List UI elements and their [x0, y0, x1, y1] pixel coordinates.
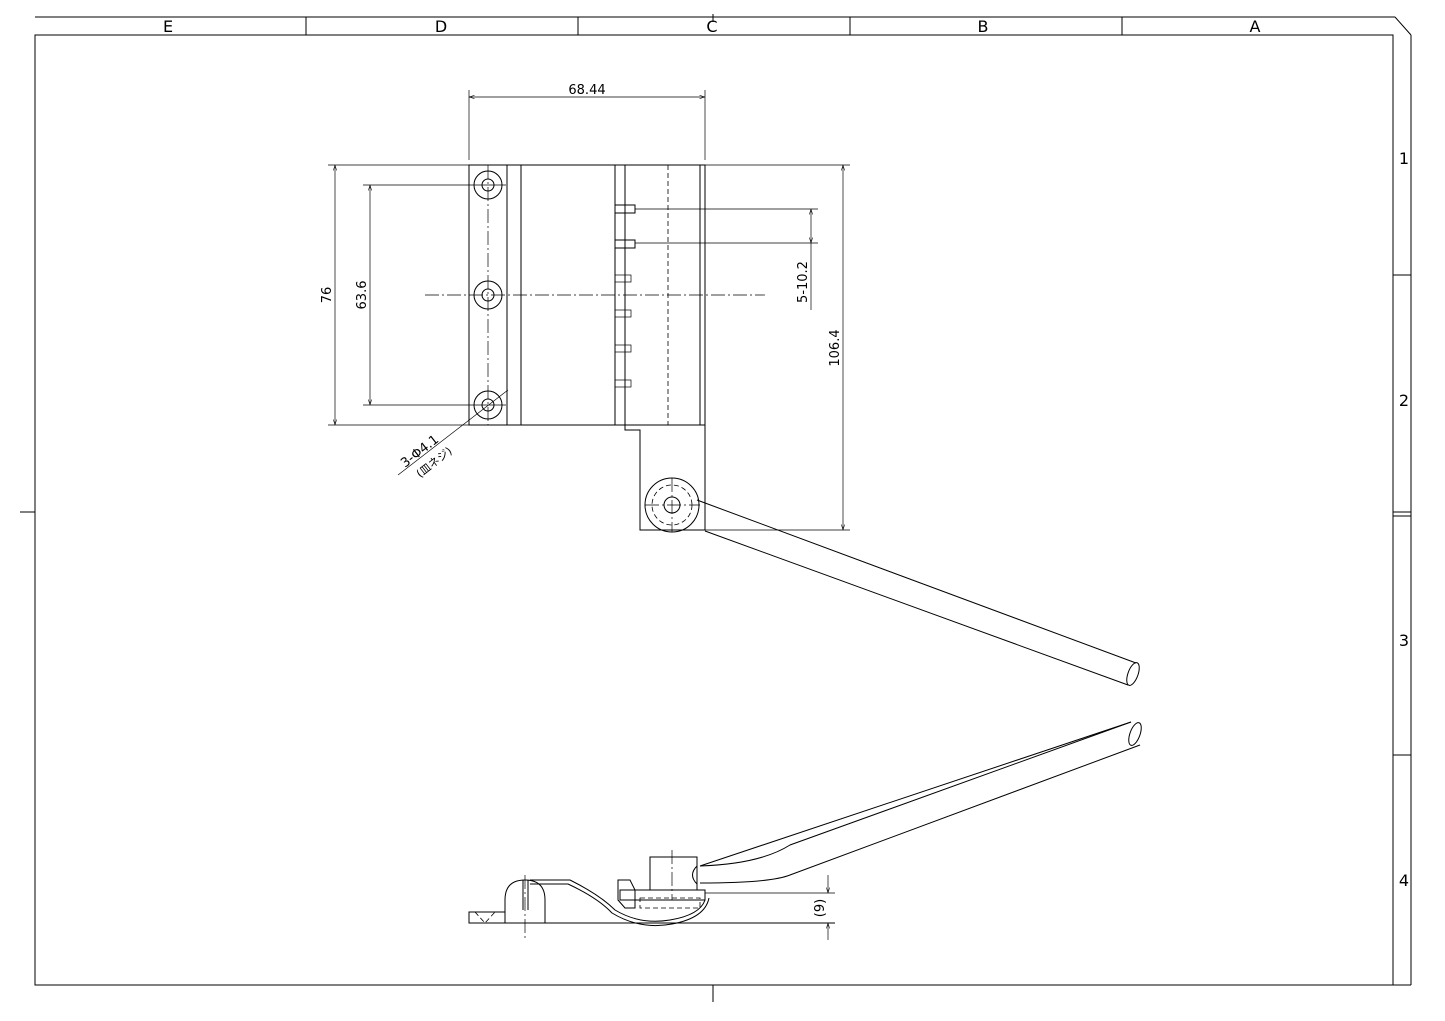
- dim-68-44: 68.44: [568, 83, 605, 98]
- dim-63-6: 63.6: [355, 281, 370, 310]
- row-label-4: 4: [1399, 871, 1409, 890]
- column-label-e: E: [163, 17, 173, 36]
- row-label-2: 2: [1399, 391, 1409, 410]
- column-label-c: C: [706, 17, 717, 36]
- side-view: [468, 721, 1142, 940]
- row-label-3: 3: [1399, 631, 1409, 650]
- drawing-frame: [20, 14, 1412, 1002]
- row-label-1: 1: [1399, 149, 1409, 168]
- dimension-width: [468, 90, 706, 160]
- column-label-a: A: [1250, 17, 1261, 36]
- column-label-b: B: [978, 17, 989, 36]
- top-view-plate: [468, 164, 706, 426]
- dimension-76: [328, 164, 470, 426]
- hole-callout: [397, 389, 509, 476]
- pivot-bracket: [624, 425, 706, 533]
- dim-76: 76: [320, 287, 335, 304]
- dim-106-4: 106.4: [828, 329, 843, 366]
- dimension-right: [635, 164, 850, 531]
- column-label-d: D: [435, 17, 447, 36]
- dim-5-10-2: 5-10.2: [796, 261, 811, 303]
- dim-9: (9): [813, 899, 828, 917]
- mounting-holes: [425, 165, 765, 425]
- tremolo-arm-top: [696, 499, 1140, 686]
